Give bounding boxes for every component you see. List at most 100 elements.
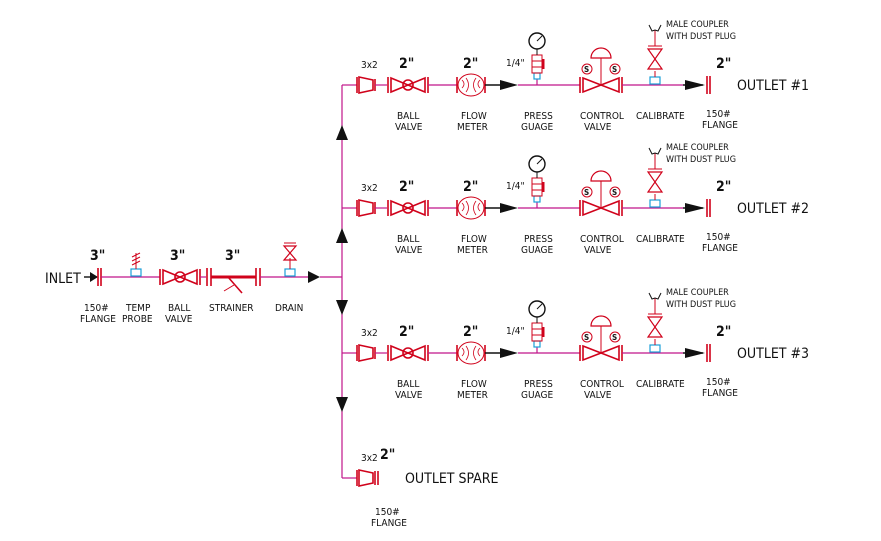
coupler-label-2: WITH DUST PLUG	[666, 300, 736, 310]
solenoid-marker-1: S	[584, 188, 589, 197]
gauge-size: 1/4"	[506, 58, 525, 69]
control-valve-icon: S S	[579, 315, 623, 362]
calibrate-coupler-icon	[646, 24, 664, 85]
drain-label: DRAIN	[275, 303, 303, 314]
outlet-size: 2"	[716, 56, 731, 72]
flange-label-2: FLANGE	[702, 388, 738, 399]
outlet-label: OUTLET #3	[737, 346, 809, 362]
spare-outlet-label: OUTLET SPARE	[405, 471, 499, 487]
flow-meter-label-2: METER	[457, 122, 488, 133]
reducer-icon	[356, 76, 376, 94]
spare-reducer-icon	[356, 469, 379, 487]
flow-meter-label-1: FLOW	[461, 234, 487, 245]
coupler-label-2: WITH DUST PLUG	[666, 32, 736, 42]
pressure-gauge-icon	[528, 32, 546, 85]
ball-valve-label-1: BALL	[397, 379, 419, 390]
outlet-size: 2"	[716, 179, 731, 195]
inlet-line: INLET 3" 150# FLANGE TEMP PROBE	[45, 242, 342, 325]
reducer-label: 3x2	[361, 60, 378, 71]
drain-icon	[282, 242, 298, 277]
spare-reducer-label: 3x2	[361, 453, 378, 464]
press-label-2: GUAGE	[521, 122, 554, 133]
control-label-2: VALVE	[584, 245, 612, 256]
ball-valve-label-1: BALL	[397, 111, 419, 122]
solenoid-marker-2: S	[612, 65, 617, 74]
header-pipe	[336, 85, 348, 478]
inlet-flange-label-1: 150#	[84, 303, 109, 314]
coupler-label-1: MALE COUPLER	[666, 20, 729, 30]
flow-meter-size: 2"	[463, 324, 478, 340]
control-label-2: VALVE	[584, 122, 612, 133]
inlet-flange-size: 3"	[90, 248, 105, 264]
ball-valve-size: 2"	[399, 179, 414, 195]
control-label-1: CONTROL	[580, 111, 624, 122]
flow-meter-label-2: METER	[457, 245, 488, 256]
press-label-1: PRESS	[524, 111, 553, 122]
flow-meter-size: 2"	[463, 179, 478, 195]
inlet-ball-label-2: VALVE	[165, 314, 193, 325]
coupler-label-1: MALE COUPLER	[666, 143, 729, 153]
control-label-1: CONTROL	[580, 234, 624, 245]
temp-probe-icon	[130, 252, 142, 277]
flow-meter-label-2: METER	[457, 390, 488, 401]
flow-meter-label-1: FLOW	[461, 379, 487, 390]
ball-valve-icon	[387, 76, 429, 94]
ball-valve-label-2: VALVE	[395, 122, 423, 133]
inlet-ball-valve-icon	[159, 268, 201, 286]
reducer-label: 3x2	[361, 328, 378, 339]
calibrate-coupler-icon	[646, 147, 664, 208]
ball-valve-icon	[387, 344, 429, 362]
calibrate-label: CALIBRATE	[636, 111, 685, 122]
ball-valve-label-1: BALL	[397, 234, 419, 245]
gauge-size: 1/4"	[506, 326, 525, 337]
outlet-label: OUTLET #2	[737, 201, 809, 217]
inlet-ball-label-1: BALL	[168, 303, 190, 314]
inlet-flange-label-2: FLANGE	[80, 314, 116, 325]
branch-2: 3x2 2" BALL VALVE 2" FLOW METER	[342, 143, 809, 256]
flow-meter-icon	[456, 73, 486, 97]
control-valve-icon: S S	[579, 170, 623, 217]
control-label-1: CONTROL	[580, 379, 624, 390]
ball-valve-label-2: VALVE	[395, 245, 423, 256]
ball-valve-size: 2"	[399, 56, 414, 72]
flow-meter-icon	[456, 341, 486, 365]
flange-label-1: 150#	[706, 377, 731, 388]
pressure-gauge-icon	[528, 155, 546, 208]
coupler-label-2: WITH DUST PLUG	[666, 155, 736, 165]
flange-label-2: FLANGE	[702, 120, 738, 131]
solenoid-marker-2: S	[612, 333, 617, 342]
branch-3: 3x2 2" BALL VALVE 2" FLOW METER	[342, 288, 809, 401]
calibrate-coupler-icon	[646, 292, 664, 353]
control-valve-icon: S S	[579, 47, 623, 94]
reducer-icon	[356, 344, 376, 362]
coupler-label-1: MALE COUPLER	[666, 288, 729, 298]
solenoid-marker-1: S	[584, 333, 589, 342]
outlet-size: 2"	[716, 324, 731, 340]
press-label-2: GUAGE	[521, 390, 554, 401]
branch-1: 3x2 2" BALL VALVE 2" FLOW METER	[342, 20, 809, 133]
gauge-size: 1/4"	[506, 181, 525, 192]
reducer-label: 3x2	[361, 183, 378, 194]
press-label-1: PRESS	[524, 379, 553, 390]
flow-meter-icon	[456, 196, 486, 220]
calibrate-label: CALIBRATE	[636, 234, 685, 245]
strainer-icon	[206, 268, 261, 294]
pressure-gauge-icon	[528, 300, 546, 353]
flange-label-2: FLANGE	[702, 243, 738, 254]
strainer-label: STRAINER	[209, 303, 254, 314]
outlet-label: OUTLET #1	[737, 78, 809, 94]
spare-flange-label-2: FLANGE	[371, 518, 407, 529]
ball-valve-icon	[387, 199, 429, 217]
spare-size: 2"	[380, 447, 395, 463]
calibrate-label: CALIBRATE	[636, 379, 685, 390]
spare-flange-label-1: 150#	[375, 507, 400, 518]
reducer-icon	[356, 199, 376, 217]
ball-valve-label-2: VALVE	[395, 390, 423, 401]
inlet-label: INLET	[45, 271, 81, 287]
control-label-2: VALVE	[584, 390, 612, 401]
inlet-ball-size: 3"	[170, 248, 185, 264]
flow-meter-label-1: FLOW	[461, 111, 487, 122]
temp-probe-label-1: TEMP	[125, 303, 151, 314]
temp-probe-label-2: PROBE	[122, 314, 153, 325]
